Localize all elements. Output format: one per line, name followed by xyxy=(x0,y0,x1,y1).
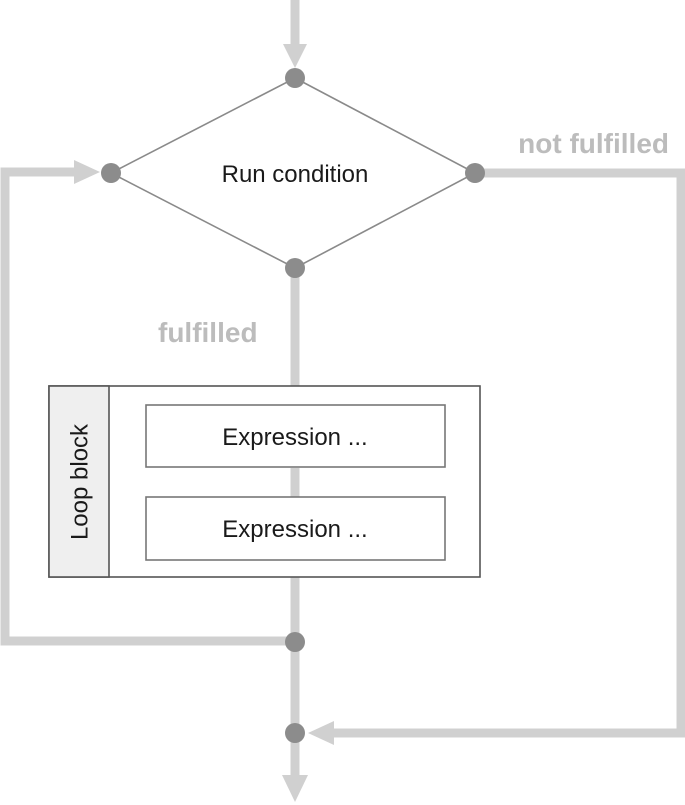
run-condition-label: Run condition xyxy=(222,161,369,188)
expression-label-1: Expression ... xyxy=(222,424,367,451)
loop-back-line xyxy=(0,167,295,646)
diamond-bottom-node xyxy=(285,258,305,278)
not-fulfilled-line xyxy=(330,168,685,738)
expression-box-2 xyxy=(145,496,446,561)
exit-junction-node xyxy=(285,723,305,743)
loop-junction-node xyxy=(285,632,305,652)
fulfilled-label: fulfilled xyxy=(158,317,258,348)
loop-back-arrow-icon xyxy=(74,160,100,184)
not-fulfilled-arrow-icon xyxy=(308,721,334,745)
expression-box-1 xyxy=(145,404,446,468)
diamond-left-node xyxy=(101,163,121,183)
diamond-top-node xyxy=(285,68,305,88)
entry-arrow-icon xyxy=(283,44,307,68)
diamond-right-node xyxy=(465,163,485,183)
exit-arrow-icon xyxy=(282,775,308,802)
expression-label-2: Expression ... xyxy=(222,516,367,543)
loop-block-label: Loop block xyxy=(67,423,94,540)
not-fulfilled-label: not fulfilled xyxy=(518,128,669,159)
loop-block-side-panel xyxy=(48,385,110,578)
